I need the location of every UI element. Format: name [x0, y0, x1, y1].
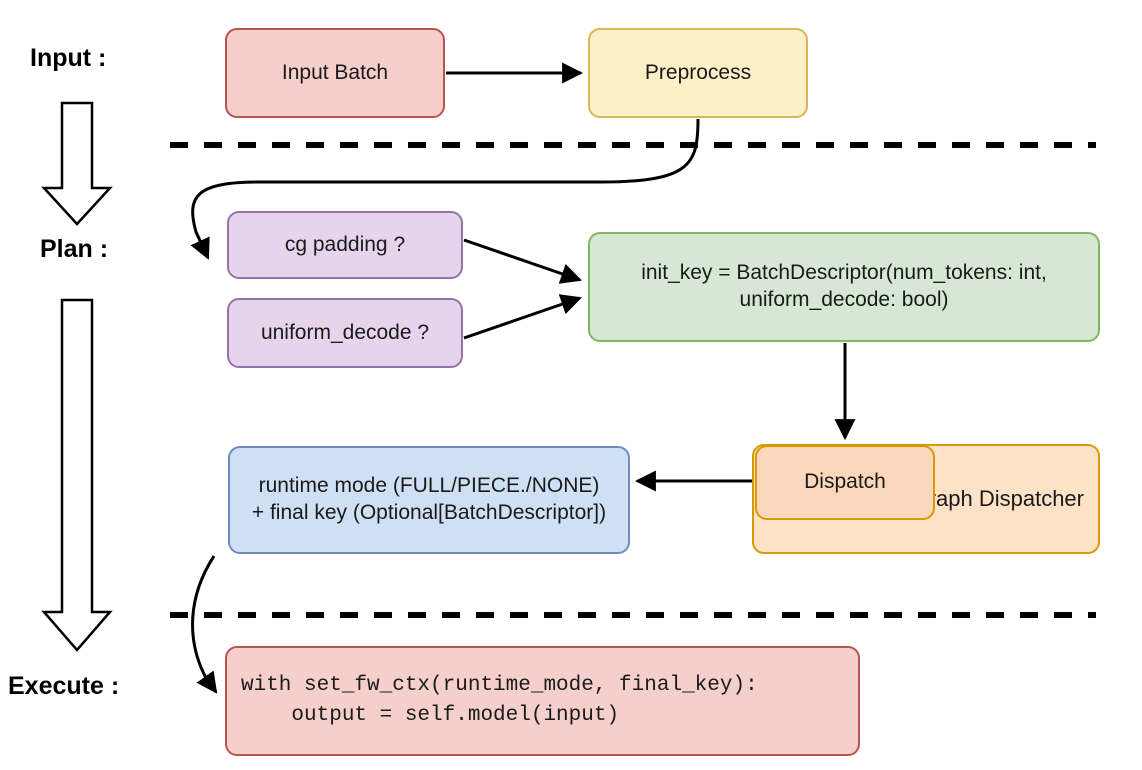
block-arrow-plan-to-execute	[41, 298, 113, 652]
node-uniform-decode[interactable]: uniform_decode ?	[227, 298, 463, 368]
node-execute-code[interactable]: with set_fw_ctx(runtime_mode, final_key)…	[225, 646, 860, 756]
arrow-uniform-decode-to-init-key	[463, 294, 582, 340]
node-cg-padding[interactable]: cg padding ?	[227, 211, 463, 279]
block-arrow-input-to-plan	[41, 101, 113, 226]
arrow-runtime-mode-to-execute-code	[191, 555, 218, 694]
node-runtime-mode[interactable]: runtime mode (FULL/PIECE./NONE) + final …	[228, 446, 630, 554]
stage-label-plan: Plan :	[40, 235, 109, 263]
node-preprocess[interactable]: Preprocess	[588, 28, 808, 118]
stage-label-execute: Execute :	[8, 672, 120, 700]
node-dispatch[interactable]: Dispatch	[755, 445, 935, 520]
node-input-batch[interactable]: Input Batch	[225, 28, 445, 118]
node-init-key[interactable]: init_key = BatchDescriptor(num_tokens: i…	[588, 232, 1100, 342]
arrow-cg-padding-to-init-key	[463, 238, 582, 284]
stage-label-input: Input :	[30, 44, 107, 72]
